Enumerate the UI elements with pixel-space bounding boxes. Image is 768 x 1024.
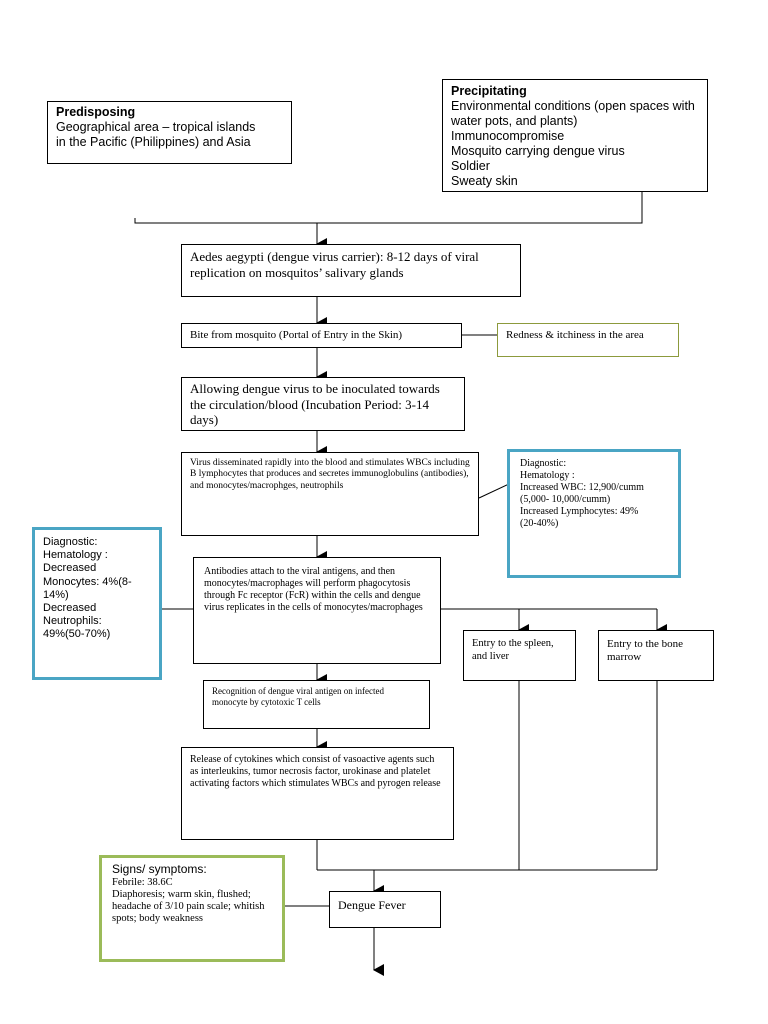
predisposing-title: Predisposing xyxy=(56,105,136,119)
precipitating-line: Immunocompromise xyxy=(451,129,565,143)
diagnostic-line: Increased Lymphocytes: 49% xyxy=(520,506,639,517)
precipitating-line: Mosquito carrying dengue virus xyxy=(451,144,625,158)
disseminated-box: Virus disseminated rapidly into the bloo… xyxy=(181,452,479,536)
signs-title: Signs/ symptoms: xyxy=(112,862,207,876)
disseminated-text: Virus disseminated rapidly into the bloo… xyxy=(190,458,470,491)
dengue-fever-box: Dengue Fever xyxy=(329,891,441,928)
recognition-box: Recognition of dengue viral antigen on i… xyxy=(203,680,430,729)
diagnostic-line: 14%) xyxy=(43,588,69,601)
diagnostic-left-box: Diagnostic: Hematology : Decreased Monoc… xyxy=(32,527,162,680)
predisposing-box: Predisposing Geographical area – tropica… xyxy=(47,101,292,164)
redness-box: Redness & itchiness in the area xyxy=(497,323,679,357)
diagnostic-line: 49%(50-70%) xyxy=(43,628,111,641)
precipitating-title: Precipitating xyxy=(451,84,527,98)
inoculated-box: Allowing dengue virus to be inoculated t… xyxy=(181,377,465,431)
aedes-text: Aedes aegypti (dengue virus carrier): 8-… xyxy=(190,249,479,280)
diagnostic-line: Monocytes: 4%(8- xyxy=(43,575,132,588)
diagnostic-line: Decreased xyxy=(43,562,97,575)
signs-line: Febrile: 38.6C xyxy=(112,876,173,888)
cytokines-text: Release of cytokines which consist of va… xyxy=(190,754,441,789)
diagnostic-line: Increased WBC: 12,900/cumm xyxy=(520,482,644,493)
spleen-text: Entry to the spleen, and liver xyxy=(472,638,554,662)
bone-marrow-text: Entry to the bone marrow xyxy=(607,638,684,664)
cytokines-box: Release of cytokines which consist of va… xyxy=(181,747,454,840)
predisposing-line: in the Pacific (Philippines) and Asia xyxy=(56,135,251,149)
spleen-box: Entry to the spleen, and liver xyxy=(463,630,576,681)
precipitating-line: Environmental conditions (open spaces wi… xyxy=(451,99,695,113)
diagnostic-line: Hematology : xyxy=(520,470,575,481)
aedes-box: Aedes aegypti (dengue virus carrier): 8-… xyxy=(181,244,521,297)
diagnostic-line: Decreased xyxy=(43,601,97,614)
bite-text: Bite from mosquito (Portal of Entry in t… xyxy=(190,329,403,341)
redness-text: Redness & itchiness in the area xyxy=(506,329,644,341)
antibodies-text: Antibodies attach to the viral antigens,… xyxy=(204,566,423,613)
dengue-fever-text: Dengue Fever xyxy=(338,898,406,912)
diagnostic-title: Diagnostic: xyxy=(43,536,98,548)
signs-line: Diaphoresis; warm skin, flushed; headach… xyxy=(112,888,265,924)
recognition-text: Recognition of dengue viral antigen on i… xyxy=(212,686,384,707)
precipitating-box: Precipitating Environmental conditions (… xyxy=(442,79,708,192)
bite-box: Bite from mosquito (Portal of Entry in t… xyxy=(181,323,462,348)
diagnostic-line: Neutrophils: xyxy=(43,615,102,628)
signs-symptoms-box: Signs/ symptoms: Febrile: 38.6C Diaphore… xyxy=(99,855,285,962)
predisposing-line: Geographical area – tropical islands xyxy=(56,120,256,134)
diagnostic-line: (20-40%) xyxy=(520,518,559,529)
diagnostic-right-box: Diagnostic: Hematology : Increased WBC: … xyxy=(507,449,681,578)
precipitating-line: Sweaty skin xyxy=(451,174,518,188)
antibodies-box: Antibodies attach to the viral antigens,… xyxy=(193,557,441,664)
precipitating-line: Soldier xyxy=(451,159,490,173)
bone-marrow-box: Entry to the bone marrow xyxy=(598,630,714,681)
precipitating-line: water pots, and plants) xyxy=(451,114,578,128)
inoculated-text: Allowing dengue virus to be inoculated t… xyxy=(190,381,440,428)
diagnostic-title: Diagnostic: xyxy=(520,458,567,469)
diagnostic-line: Hematology : xyxy=(43,549,108,562)
diagnostic-line: (5,000- 10,000/cumm) xyxy=(520,494,611,505)
